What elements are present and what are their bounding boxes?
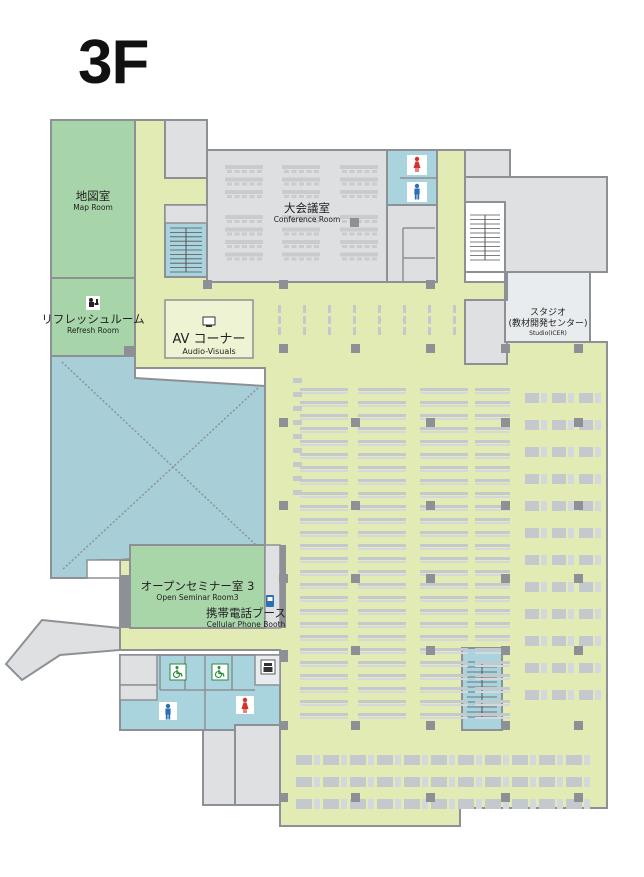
refresh-room-name: リフレッシュルーム — [41, 312, 145, 326]
map-room — [50, 119, 136, 279]
conference-anteroom — [386, 204, 438, 283]
man-toilet-icon — [414, 183, 420, 200]
phone-booth-name-en: Cellular Phone Booth — [206, 620, 286, 629]
entrance-corridor — [4, 618, 121, 682]
reading-area-furniture — [203, 218, 601, 809]
service-block-top-left — [164, 119, 208, 179]
conference-room-name: 大会議室 — [284, 201, 330, 215]
av-corner — [164, 299, 254, 359]
refresh-room — [50, 277, 136, 357]
studio-label: スタジオ (教材開発センター) Studio(ICER) — [506, 308, 590, 338]
woman-toilet-icon — [413, 156, 421, 172]
wheelchair-icon — [169, 663, 187, 681]
studio-name-en: Studio(ICER) — [529, 330, 567, 337]
conference-seating — [225, 165, 378, 261]
open-seminar-name: オープンセミナー室 3 — [140, 579, 255, 593]
copier-icon — [260, 659, 276, 675]
refresh-lounge-icon — [86, 296, 100, 310]
refresh-room-label: リフレッシュルーム Refresh Room — [36, 312, 150, 336]
wheelchair-icon — [211, 663, 229, 681]
mobile-phone-icon — [266, 595, 274, 607]
floor-label: 3F — [78, 28, 149, 97]
av-corner-label: AV コーナー Audio-Visuals — [165, 332, 253, 356]
woman-toilet-icon — [236, 696, 254, 714]
map-room-name-en: Map Room — [73, 203, 113, 212]
open-seminar-room-3 — [129, 544, 266, 629]
open-seminar-name-en: Open Seminar Room3 — [156, 593, 239, 602]
conference-room-name-en: Conference Room — [273, 215, 341, 224]
conference-room-label: 大会議室 Conference Room — [262, 201, 352, 225]
av-corner-name-en: Audio-Visuals — [182, 347, 236, 356]
studio-name: スタジオ — [529, 308, 566, 318]
av-corner-name: AV コーナー — [172, 332, 246, 347]
map-room-name: 地図室 — [75, 189, 111, 203]
refresh-room-name-en: Refresh Room — [66, 326, 120, 335]
man-toilet-icon — [159, 702, 177, 720]
service-block-top-right-1 — [464, 149, 511, 178]
map-room-label: 地図室 Map Room — [51, 189, 135, 213]
open-seminar-room-3-label: オープンセミナー室 3 Open Seminar Room3 — [130, 579, 265, 603]
studio-name-sub: (教材開発センター) — [508, 319, 588, 329]
studio — [464, 299, 508, 365]
monitor-icon — [202, 316, 216, 327]
phone-booth-label: 携帯電話ブース Cellular Phone Booth — [190, 606, 302, 630]
phone-booth-name: 携帯電話ブース — [206, 606, 286, 620]
